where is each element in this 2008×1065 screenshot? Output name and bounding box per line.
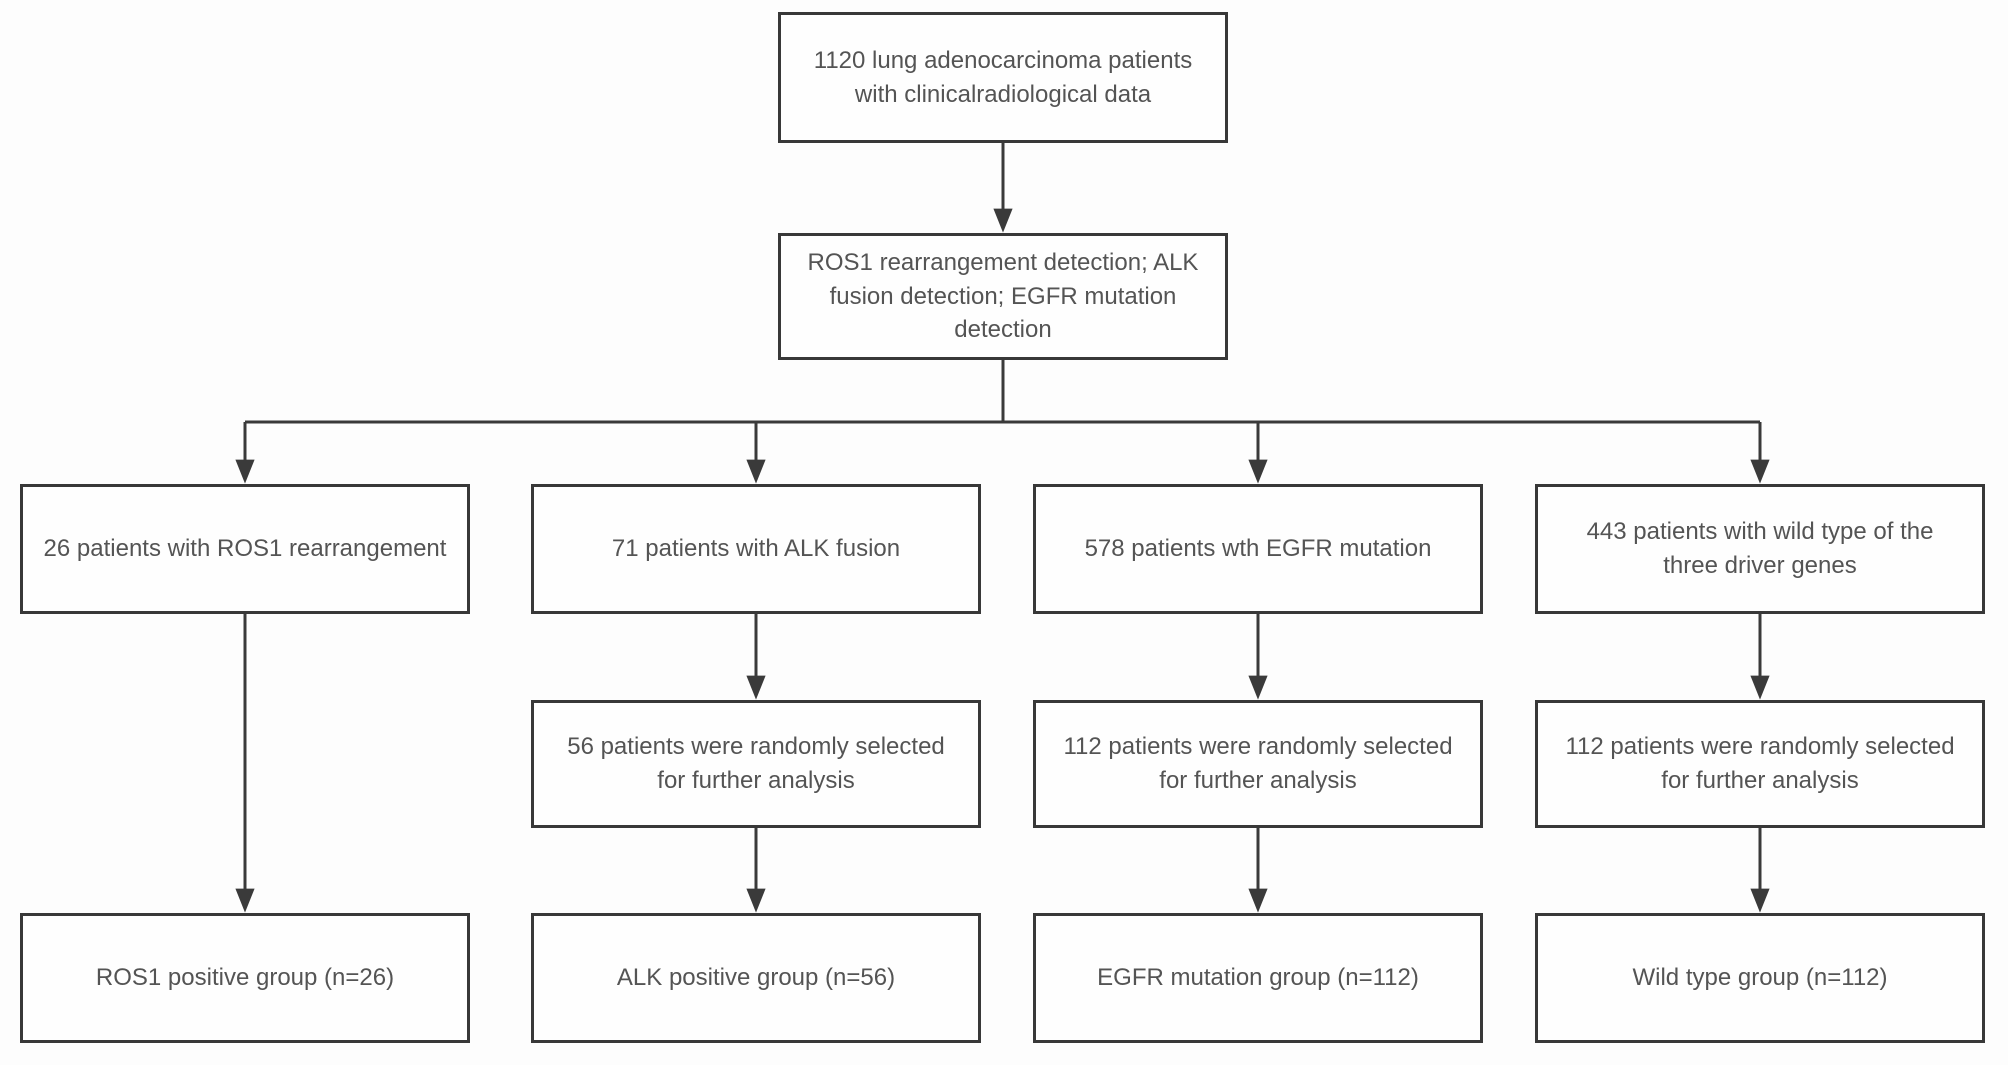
- node-alk-selected: 56 patients were randomly selected for f…: [531, 700, 981, 828]
- node-detection: ROS1 rearrangement detection; ALK fusion…: [778, 233, 1228, 360]
- node-ros1-rearrangement: 26 patients with ROS1 rearrangement: [20, 484, 470, 614]
- node-egfr-selected: 112 patients were randomly selected for …: [1033, 700, 1483, 828]
- node-total-patients: 1120 lung adenocarcinoma patients with c…: [778, 12, 1228, 143]
- node-ros1-group: ROS1 positive group (n=26): [20, 913, 470, 1043]
- node-wild-selected: 112 patients were randomly selected for …: [1535, 700, 1985, 828]
- node-wild-type: 443 patients with wild type of the three…: [1535, 484, 1985, 614]
- node-wild-group: Wild type group (n=112): [1535, 913, 1985, 1043]
- node-egfr-mutation: 578 patients wth EGFR mutation: [1033, 484, 1483, 614]
- node-egfr-group: EGFR mutation group (n=112): [1033, 913, 1483, 1043]
- node-alk-fusion: 71 patients with ALK fusion: [531, 484, 981, 614]
- node-alk-group: ALK positive group (n=56): [531, 913, 981, 1043]
